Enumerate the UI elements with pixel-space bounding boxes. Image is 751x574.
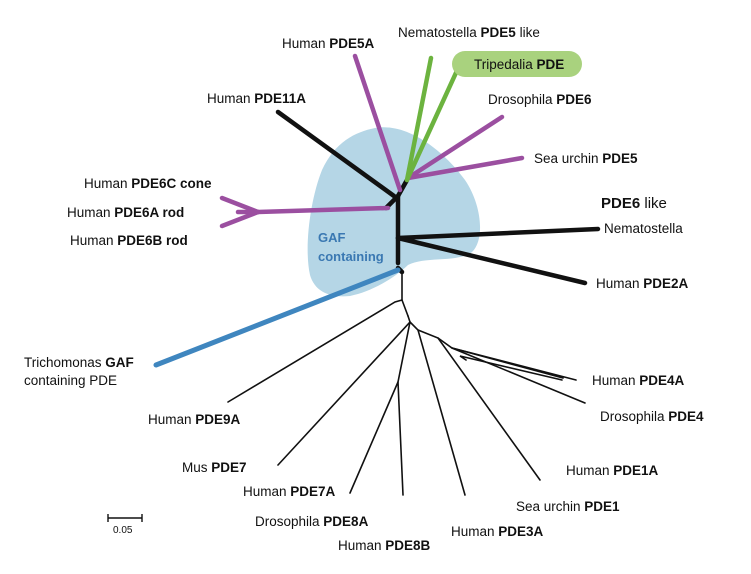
label-human-pde5a: Human PDE5A (282, 36, 375, 51)
label-human-pde6c-cone: Human PDE6C cone (84, 176, 212, 191)
label-nematostella: Nematostella (604, 221, 683, 236)
label-human-pde6a-rod: Human PDE6A rod (67, 205, 184, 220)
label-sea-urchin-pde1: Sea urchin PDE1 (516, 499, 620, 514)
gaf-region-label: GAF containing (318, 230, 384, 264)
label-human-pde6b-rod: Human PDE6B rod (70, 233, 188, 248)
gaf-core-branches (275, 109, 601, 286)
label-sea-urchin-pde5: Sea urchin PDE5 (534, 151, 638, 166)
label-human-pde1a: Human PDE1A (566, 463, 659, 478)
scale-bar-label: 0.05 (113, 525, 133, 536)
label-pde6-like: PDE6 like (601, 195, 667, 212)
label-human-pde11a: Human PDE11A (207, 91, 306, 106)
label-human-pde8b: Human PDE8B (338, 538, 431, 553)
tripedalia-branches (404, 55, 463, 183)
label-human-pde9a: Human PDE9A (148, 412, 241, 427)
tripedalia-badge (452, 51, 582, 77)
scale-bar (107, 514, 143, 522)
trichomonas-branch (153, 267, 401, 368)
label-drosophila-pde6: Drosophila PDE6 (488, 92, 592, 107)
label-nematostella-pde5-like: Nematostella PDE5 like (398, 25, 540, 40)
pde6-branches (219, 53, 525, 229)
label-human-pde7a: Human PDE7A (243, 484, 336, 499)
label-trichomonas-containing: containing PDE (24, 373, 117, 388)
label-tripedalia-pde: Tripedalia PDE (474, 57, 564, 72)
label-human-pde3a: Human PDE3A (451, 524, 544, 539)
non-gaf-branches (227, 271, 586, 496)
label-human-pde2a: Human PDE2A (596, 276, 689, 291)
label-human-pde4a: Human PDE4A (592, 373, 685, 388)
label-mus-pde7: Mus PDE7 (182, 460, 247, 475)
label-drosophila-pde8a: Drosophila PDE8A (255, 514, 369, 529)
gaf-region (307, 127, 481, 297)
label-drosophila-pde4: Drosophila PDE4 (600, 409, 704, 424)
label-trichomonas-gaf: Trichomonas GAF (24, 355, 134, 370)
